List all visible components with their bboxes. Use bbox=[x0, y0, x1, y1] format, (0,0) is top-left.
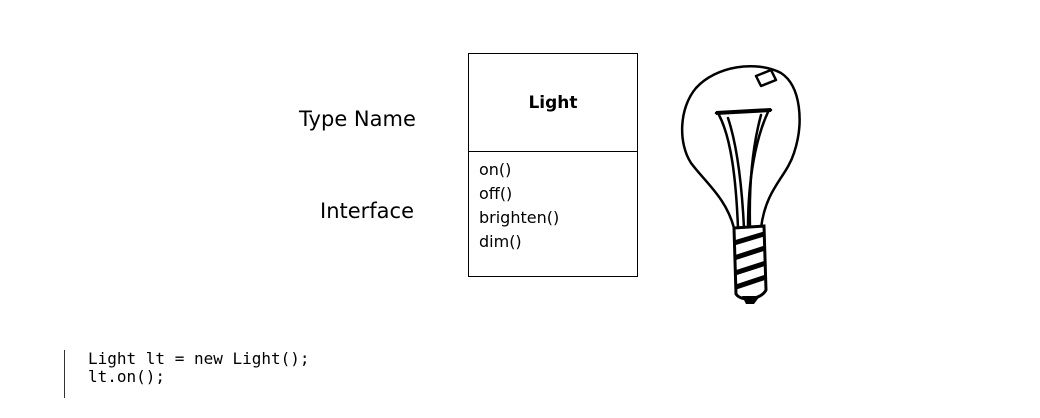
code-line: lt.on(); bbox=[88, 367, 166, 386]
class-box: Light on() off() brighten() dim() bbox=[468, 53, 638, 277]
interface-label: Interface bbox=[320, 199, 415, 223]
type-name-label: Type Name bbox=[299, 107, 416, 131]
method-item: dim() bbox=[479, 232, 522, 251]
light-bulb-icon bbox=[680, 65, 801, 304]
method-item: brighten() bbox=[479, 208, 560, 227]
code-line: Light lt = new Light(); bbox=[88, 349, 310, 368]
method-item: off() bbox=[479, 184, 513, 203]
method-list: on() off() brighten() dim() bbox=[469, 152, 637, 254]
class-name: Light bbox=[469, 54, 637, 152]
code-block: Light lt = new Light();lt.on(); bbox=[64, 350, 310, 398]
method-item: on() bbox=[479, 160, 512, 179]
